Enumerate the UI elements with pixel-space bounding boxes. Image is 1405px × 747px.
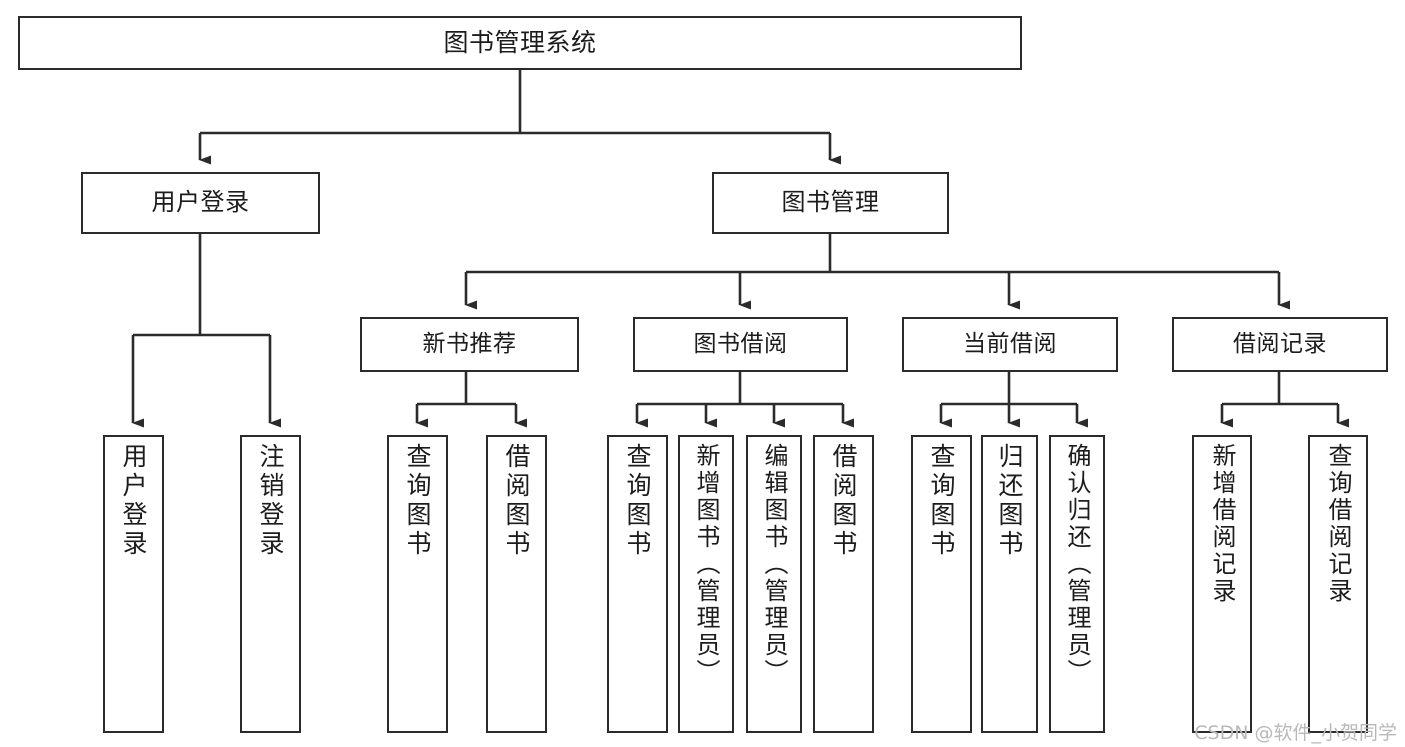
leaf-label: 新增图书（管理员）: [692, 443, 720, 686]
leaf-label: 借阅图书: [829, 443, 858, 559]
csdn-watermark: CSDN @软件_小贺同学: [1194, 722, 1397, 744]
node-user-login[interactable]: 用户登录: [81, 172, 320, 234]
leaf-book-borrow-borrow-book[interactable]: 借阅图书: [813, 435, 874, 733]
leaf-new-book-borrow-book[interactable]: 借阅图书: [486, 435, 547, 733]
leaf-current-borrow-return-book[interactable]: 归还图书: [981, 435, 1038, 733]
leaf-book-borrow-query-book[interactable]: 查询图书: [607, 435, 668, 733]
leaf-borrow-record-query-record[interactable]: 查询借阅记录: [1308, 435, 1368, 733]
node-book-borrow-label: 图书借阅: [693, 331, 788, 358]
leaf-label: 查询图书: [623, 443, 652, 559]
leaf-user-login-logout[interactable]: 注销登录: [240, 435, 301, 733]
leaf-user-login-user-login[interactable]: 用户登录: [103, 435, 164, 733]
node-book-manage-label: 图书管理: [781, 188, 880, 217]
leaf-label: 用户登录: [119, 443, 148, 559]
leaf-label: 确认归还（管理员）: [1063, 443, 1091, 686]
node-new-book-recommend[interactable]: 新书推荐: [360, 317, 579, 372]
node-book-borrow[interactable]: 图书借阅: [633, 317, 848, 372]
leaf-book-borrow-edit-book-admin[interactable]: 编辑图书（管理员）: [746, 435, 802, 733]
node-root-label: 图书管理系统: [443, 27, 597, 57]
leaf-label: 借阅图书: [502, 443, 531, 559]
node-root[interactable]: 图书管理系统: [18, 16, 1022, 70]
leaf-label: 编辑图书（管理员）: [760, 443, 788, 686]
node-new-book-recommend-label: 新书推荐: [422, 331, 517, 358]
leaf-current-borrow-confirm-return-admin[interactable]: 确认归还（管理员）: [1049, 435, 1105, 733]
leaf-label: 查询图书: [403, 443, 432, 559]
leaf-new-book-query-book[interactable]: 查询图书: [387, 435, 448, 733]
leaf-label: 注销登录: [256, 443, 285, 559]
leaf-current-borrow-query-book[interactable]: 查询图书: [911, 435, 972, 733]
node-current-borrow-label: 当前借阅: [963, 331, 1057, 358]
leaf-borrow-record-add-record[interactable]: 新增借阅记录: [1192, 435, 1252, 733]
leaf-book-borrow-add-book-admin[interactable]: 新增图书（管理员）: [678, 435, 734, 733]
node-current-borrow[interactable]: 当前借阅: [902, 317, 1118, 372]
node-user-login-label: 用户登录: [151, 188, 250, 217]
leaf-label: 查询借阅记录: [1324, 443, 1352, 605]
node-borrow-record-label: 借阅记录: [1233, 331, 1327, 358]
leaf-label: 归还图书: [995, 443, 1024, 559]
leaf-label: 查询图书: [927, 443, 956, 559]
leaf-label: 新增借阅记录: [1208, 443, 1236, 605]
node-borrow-record[interactable]: 借阅记录: [1172, 317, 1388, 372]
node-book-manage[interactable]: 图书管理: [712, 172, 949, 234]
